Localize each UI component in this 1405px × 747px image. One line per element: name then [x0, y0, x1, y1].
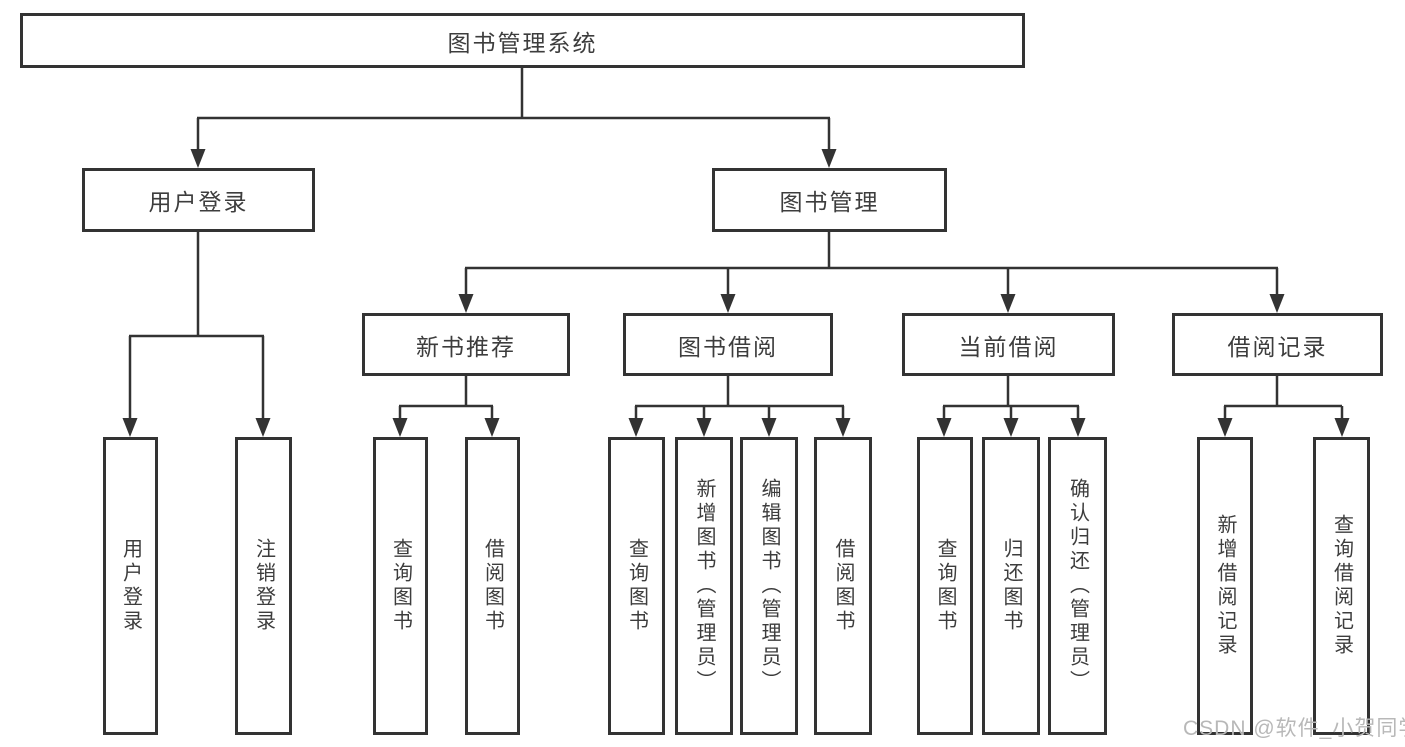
node-current-borrow: 当前借阅: [902, 313, 1115, 376]
leaf-current-query-books: 查询图书: [917, 437, 973, 735]
leaf-records-add-record: 新增借阅记录: [1197, 437, 1253, 735]
leaf-borrow-add-books-admin: 新增图书（管理员）: [675, 437, 733, 735]
node-new-book-recommend: 新书推荐: [362, 313, 570, 376]
csdn-watermark: CSDN @软件_小贺同学: [1183, 717, 1405, 740]
leaf-current-confirm-return-admin: 确认归还（管理员）: [1048, 437, 1107, 735]
node-book-management: 图书管理: [712, 168, 947, 232]
node-book-borrow: 图书借阅: [623, 313, 833, 376]
leaf-records-query-record: 查询借阅记录: [1313, 437, 1370, 735]
node-borrow-records: 借阅记录: [1172, 313, 1383, 376]
leaf-borrow-query-books: 查询图书: [608, 437, 665, 735]
leaf-logout: 注销登录: [235, 437, 292, 735]
leaf-user-login: 用户登录: [103, 437, 158, 735]
leaf-borrow-borrow-books: 借阅图书: [814, 437, 872, 735]
node-user-login: 用户登录: [82, 168, 315, 232]
arrowheads: [122, 149, 1350, 437]
node-root: 图书管理系统: [20, 13, 1025, 68]
leaf-newbook-borrow-books: 借阅图书: [465, 437, 520, 735]
leaf-current-return-books: 归还图书: [982, 437, 1040, 735]
leaf-borrow-edit-books-admin: 编辑图书（管理员）: [740, 437, 798, 735]
leaf-newbook-query-books: 查询图书: [373, 437, 428, 735]
